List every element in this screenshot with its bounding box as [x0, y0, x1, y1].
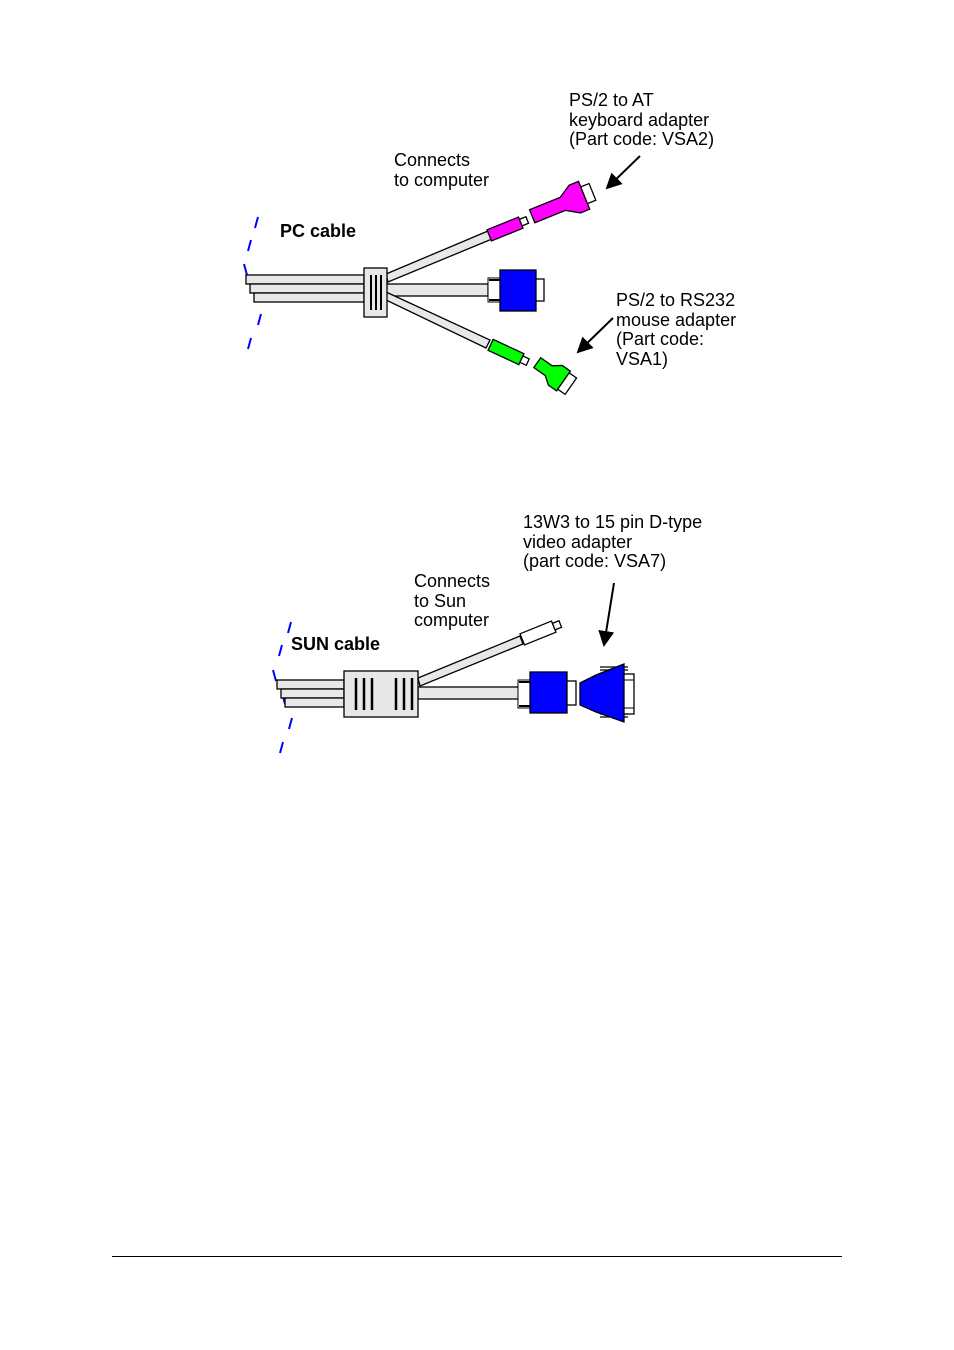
sun-connects-label: Connects to Sun computer: [414, 572, 490, 631]
mouse-adapter-label: PS/2 to RS232 mouse adapter (Part code: …: [616, 291, 736, 369]
sun-cable-label: SUN cable: [291, 635, 380, 655]
mouse-adapter-arrow: [578, 318, 613, 352]
video-adapter-line: 13W3 to 15 pin D-type: [523, 513, 702, 533]
video-adapter-label: 13W3 to 15 pin D-type video adapter (par…: [523, 513, 702, 572]
keyboard-adapter-arrow: [607, 156, 640, 188]
sun-13w3-plug: [518, 672, 576, 713]
pc-branch-wires: [386, 231, 492, 348]
mouse-adapter-line: VSA1): [616, 350, 736, 370]
sun-connects-line: Connects: [414, 572, 490, 592]
sun-main-cable: [277, 680, 344, 707]
video-adapter-line: (part code: VSA7): [523, 552, 702, 572]
keyboard-adapter-label: PS/2 to AT keyboard adapter (Part code: …: [569, 91, 714, 150]
sun-branch-wires: [418, 636, 532, 699]
sun-mini-din-plug: [520, 618, 563, 644]
video-adapter: [580, 664, 634, 722]
pc-main-cable: [246, 275, 364, 302]
video-adapter-line: video adapter: [523, 533, 702, 553]
keyboard-adapter-line: PS/2 to AT: [569, 91, 714, 111]
keyboard-adapter-line: keyboard adapter: [569, 111, 714, 131]
mouse-adapter-line: PS/2 to RS232: [616, 291, 736, 311]
keyboard-adapter-line: (Part code: VSA2): [569, 130, 714, 150]
pc-ps2-mouse-plug: [488, 339, 530, 367]
sun-connects-line: computer: [414, 611, 490, 631]
pc-connects-label: Connects to computer: [394, 151, 489, 190]
pc-splitter-block: [364, 268, 387, 317]
pc-connects-line: Connects: [394, 151, 489, 171]
sun-connects-line: to Sun: [414, 592, 490, 612]
footer-rule: [112, 1256, 842, 1257]
video-adapter-arrow: [604, 583, 614, 645]
sun-splitter-block: [344, 671, 418, 717]
mouse-adapter-line: mouse adapter: [616, 311, 736, 331]
pc-vga-plug: [488, 270, 544, 311]
pc-ps2-keyboard-plug: [487, 214, 530, 240]
pc-cable-label: PC cable: [280, 222, 356, 242]
keyboard-adapter: [527, 178, 599, 230]
mouse-adapter-line: (Part code:: [616, 330, 736, 350]
pc-connects-line: to computer: [394, 171, 489, 191]
mouse-adapter: [530, 353, 577, 396]
pc-cable-diagram: [244, 156, 640, 396]
